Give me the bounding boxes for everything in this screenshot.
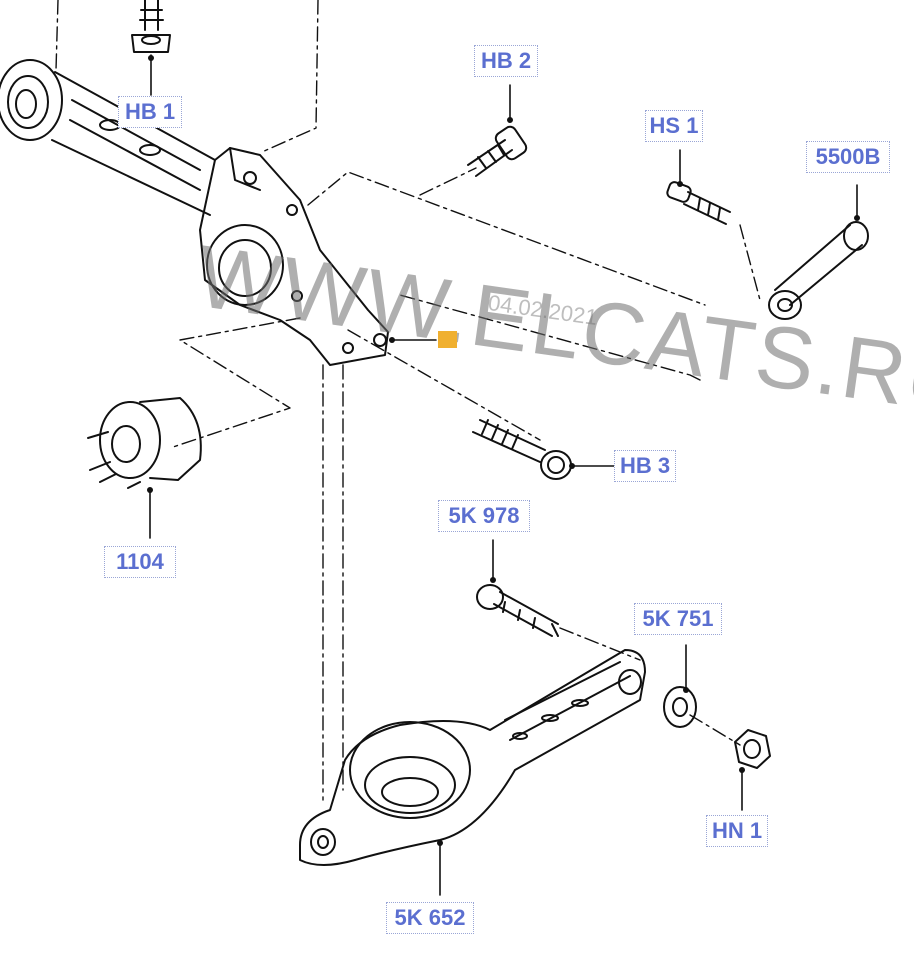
callout-5500b[interactable]: 5500B: [806, 141, 890, 173]
toe-link-5500b: [768, 221, 869, 320]
callout-hb2[interactable]: HB 2: [474, 45, 538, 77]
callout-hn1[interactable]: HN 1: [706, 815, 768, 847]
knuckle: [199, 147, 389, 366]
bolt-5k978: [476, 584, 559, 637]
callout-5k978[interactable]: 5K 978: [438, 500, 530, 532]
callout-1104[interactable]: 1104: [104, 546, 176, 578]
bolt-hb3: [472, 419, 572, 480]
leader-lines: [149, 54, 858, 896]
callout-5k751[interactable]: 5K 751: [634, 603, 722, 635]
bolt-hb1: [131, 0, 171, 53]
assembly-lines: [55, 0, 761, 801]
highlight-marker: [438, 331, 457, 348]
callout-hb3[interactable]: HB 3: [614, 450, 676, 482]
trailing-arm: [0, 59, 216, 216]
callout-hs1[interactable]: HS 1: [645, 110, 703, 142]
bolt-hs1: [666, 181, 731, 225]
nut-hn1: [734, 729, 771, 769]
leader-dots: [147, 55, 860, 846]
hub-1104: [87, 397, 202, 489]
callout-5k652[interactable]: 5K 652: [386, 902, 474, 934]
lower-arm-5k652: [299, 649, 646, 866]
callout-hb1[interactable]: HB 1: [118, 96, 182, 128]
bolt-hb2: [467, 125, 528, 177]
washer-5k751: [663, 686, 697, 728]
